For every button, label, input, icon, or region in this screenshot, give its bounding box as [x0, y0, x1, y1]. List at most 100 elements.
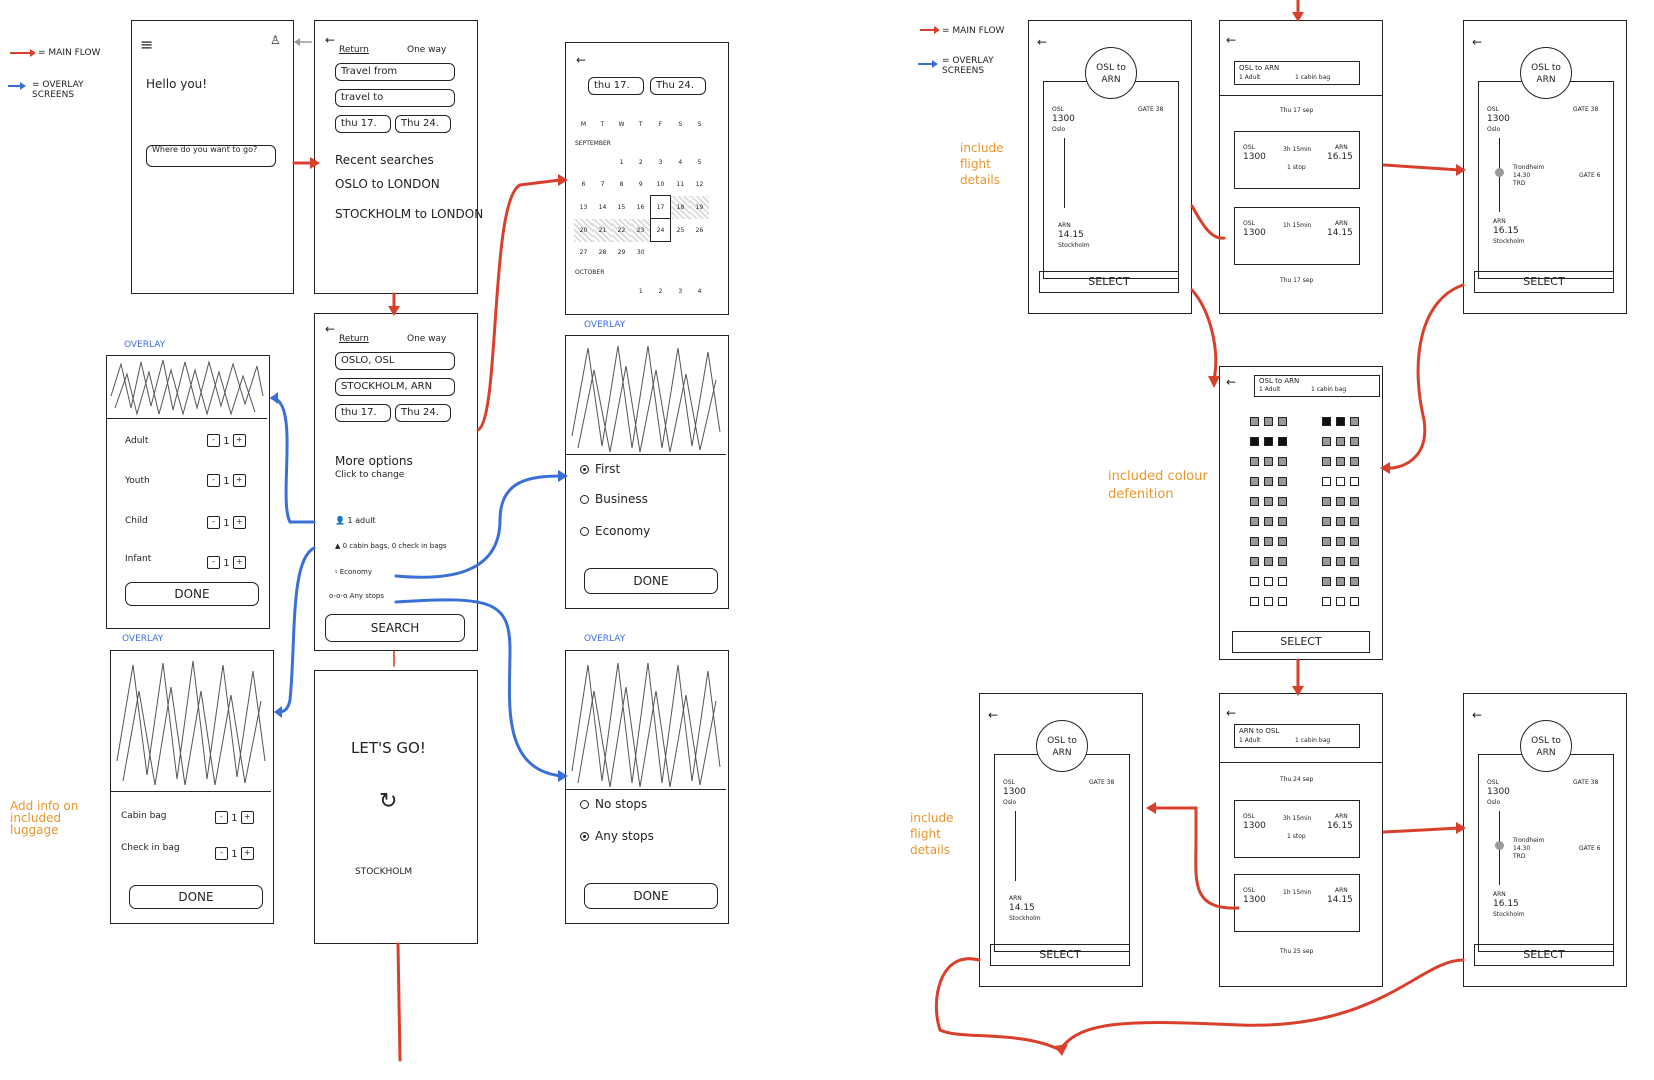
back-arrow-icon[interactable]: ←	[1226, 375, 1237, 389]
back-arrow-icon[interactable]: ←	[1226, 706, 1237, 720]
minus-button[interactable]: -	[215, 811, 228, 824]
date-out-input[interactable]: thu 17.	[588, 77, 644, 95]
calendar-day[interactable]: 6	[581, 180, 586, 188]
flight-option-card[interactable]: OSL 1300 1h 15min ARN 14.15	[1234, 207, 1360, 265]
select-button[interactable]: SELECT	[1474, 944, 1614, 966]
minus-button[interactable]: -	[207, 556, 220, 569]
back-arrow-icon[interactable]: ←	[325, 322, 336, 336]
calendar-day[interactable]: 11	[676, 180, 685, 188]
bags-option[interactable]: ▲ 0 cabin bags, 0 check in bags	[335, 542, 447, 550]
travel-from-input[interactable]: OSLO, OSL	[335, 352, 455, 370]
done-button[interactable]: DONE	[129, 885, 263, 909]
calendar-day[interactable]: 3	[678, 287, 683, 295]
minus-button[interactable]: -	[215, 847, 228, 860]
calendar-day[interactable]: 1	[619, 158, 624, 166]
calendar-day[interactable]: 7	[600, 180, 605, 188]
calendar-day[interactable]: 28	[598, 249, 607, 257]
done-button[interactable]: DONE	[584, 883, 718, 909]
one-way-toggle[interactable]: One way	[407, 334, 447, 344]
date-return-input[interactable]: Thu 24.	[395, 115, 451, 133]
stops-option-none[interactable]: No stops	[580, 797, 647, 811]
radio[interactable]	[580, 495, 589, 504]
calendar-day[interactable]: 26	[695, 226, 704, 234]
radio-selected[interactable]	[580, 465, 589, 474]
calendar-day-selected[interactable]: 17	[650, 195, 671, 219]
calendar-day[interactable]: 4	[697, 287, 702, 295]
plus-button[interactable]: +	[240, 847, 254, 860]
back-arrow-icon[interactable]: ←	[1226, 33, 1237, 47]
calendar-day[interactable]: 13	[579, 203, 588, 211]
minus-button[interactable]: -	[207, 474, 220, 487]
calendar-day-range[interactable]: 22	[612, 218, 631, 242]
plus-button[interactable]: +	[232, 434, 246, 447]
back-arrow-icon[interactable]: ←	[1472, 708, 1483, 722]
recent-search-item[interactable]: STOCKHOLM to LONDON	[335, 207, 484, 221]
date-return-input[interactable]: Thu 24.	[650, 77, 706, 95]
flight-option-card[interactable]: OSL 1300 3h 15min 1 stop ARN 16.15	[1234, 131, 1360, 189]
calendar-day[interactable]: 14	[598, 203, 607, 211]
calendar-day[interactable]: 12	[695, 180, 704, 188]
calendar-day[interactable]: 4	[678, 158, 683, 166]
plus-button[interactable]: +	[232, 556, 246, 569]
search-button[interactable]: SEARCH	[325, 614, 465, 642]
seat[interactable]	[1322, 477, 1331, 486]
return-toggle[interactable]: Return	[339, 45, 369, 55]
calendar-day[interactable]: 30	[636, 249, 645, 257]
seat[interactable]	[1264, 597, 1273, 606]
done-button[interactable]: DONE	[125, 582, 259, 606]
one-way-toggle[interactable]: One way	[407, 45, 447, 55]
seat[interactable]	[1322, 597, 1331, 606]
stops-option[interactable]: o-o-o Any stops	[329, 592, 385, 600]
seat[interactable]	[1336, 597, 1345, 606]
user-icon[interactable]: ♙	[270, 33, 281, 47]
travel-to-input[interactable]: travel to	[335, 89, 455, 107]
class-option[interactable]: ♮ Economy	[335, 568, 372, 576]
flight-option-card[interactable]: OSL 1300 3h 15min 1 stop ARN 16.15	[1234, 800, 1360, 858]
back-arrow-icon[interactable]: ←	[576, 53, 587, 67]
date-out-input[interactable]: thu 17.	[335, 115, 391, 133]
calendar-day-selected[interactable]: 24	[650, 218, 671, 242]
passengers-option[interactable]: 👤 1 adult	[335, 516, 376, 525]
seat[interactable]	[1350, 477, 1359, 486]
calendar-day[interactable]: 8	[619, 180, 624, 188]
back-arrow-icon[interactable]: ←	[325, 33, 336, 47]
recent-search-item[interactable]: OSLO to LONDON	[335, 177, 440, 191]
plus-button[interactable]: +	[232, 474, 246, 487]
seat[interactable]	[1336, 477, 1345, 486]
class-option-business[interactable]: Business	[580, 492, 648, 506]
radio[interactable]	[580, 527, 589, 536]
minus-button[interactable]: -	[207, 434, 220, 447]
seat[interactable]	[1350, 597, 1359, 606]
class-option-economy[interactable]: Economy	[580, 524, 650, 538]
radio-selected[interactable]	[580, 832, 589, 841]
date-out-input[interactable]: thu 17.	[335, 404, 391, 422]
calendar-day[interactable]: 27	[579, 249, 588, 257]
return-toggle[interactable]: Return	[339, 334, 369, 344]
calendar-day[interactable]: 5	[697, 158, 702, 166]
where-to-input[interactable]: Where do you want to go?	[146, 145, 276, 167]
calendar-day-range[interactable]: 20	[574, 218, 593, 242]
plus-button[interactable]: +	[240, 811, 254, 824]
calendar-day[interactable]: 25	[676, 226, 685, 234]
calendar-day[interactable]: 1	[638, 287, 643, 295]
calendar-day[interactable]: 16	[636, 203, 645, 211]
travel-to-input[interactable]: STOCKHOLM, ARN	[335, 378, 455, 396]
back-arrow-icon[interactable]: ←	[1037, 35, 1048, 49]
flight-option-card[interactable]: OSL 1300 1h 15min ARN 14.15	[1234, 874, 1360, 932]
calendar-day[interactable]: 15	[617, 203, 626, 211]
calendar-day[interactable]: 9	[638, 180, 643, 188]
date-return-input[interactable]: Thu 24.	[395, 404, 451, 422]
calendar-day[interactable]: 29	[617, 249, 626, 257]
calendar-day[interactable]: 10	[656, 180, 665, 188]
calendar-day[interactable]: 2	[638, 158, 643, 166]
calendar-day[interactable]: 2	[658, 287, 663, 295]
seat[interactable]	[1250, 577, 1259, 586]
select-button[interactable]: SELECT	[1039, 271, 1179, 293]
seat[interactable]	[1278, 577, 1287, 586]
seat[interactable]	[1264, 577, 1273, 586]
select-button[interactable]: SELECT	[990, 944, 1130, 966]
seat[interactable]	[1250, 597, 1259, 606]
select-button[interactable]: SELECT	[1232, 631, 1370, 653]
done-button[interactable]: DONE	[584, 568, 718, 594]
plus-button[interactable]: +	[232, 516, 246, 529]
